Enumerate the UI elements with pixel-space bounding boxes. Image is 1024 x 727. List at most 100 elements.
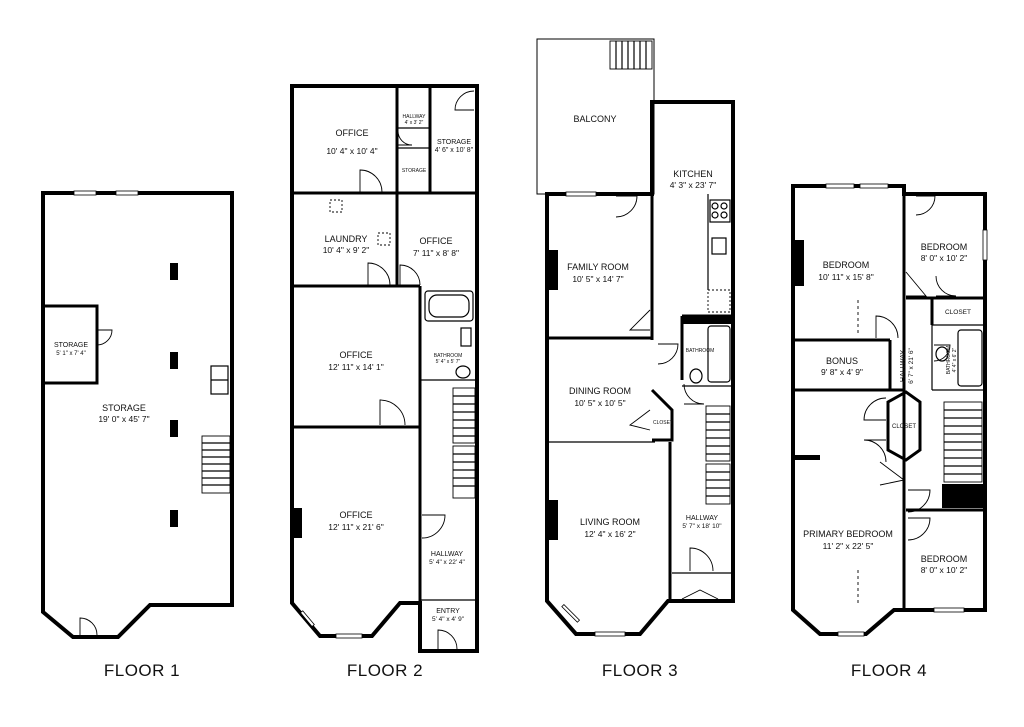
floor-3-sink [711, 237, 727, 255]
floor-4-bonus-dim: 9' 8" x 4' 9" [821, 367, 863, 377]
floor-3-fireplace [548, 250, 558, 290]
floor-3-fridge [707, 289, 731, 313]
floor-3-dining-room-dim: 10' 5" x 10' 5" [574, 398, 625, 408]
floor-3-kitchen-dim: 4' 3" x 23' 7" [670, 180, 717, 190]
floor-3-fireplace [548, 500, 558, 540]
floor-2-laundry-dim: 10' 4" x 9' 2" [323, 245, 370, 255]
floor-2-storage-a-dim: 4' 6" x 10' 8" [435, 147, 474, 154]
floor-4-window [837, 631, 865, 637]
floor-3-outline [545, 100, 735, 636]
floor-4: BEDROOM 10' 11" x 15' 8" BEDROOM 8' 0" x… [791, 183, 988, 680]
floor-2-office-a-dim: 10' 4" x 10' 4" [326, 146, 377, 156]
floor-3-window [565, 191, 597, 197]
floor-2-office-c-name: OFFICE [340, 350, 373, 360]
floor-2-entry-dim: 5' 4" x 4' 9" [432, 616, 465, 623]
floor-2-outline [290, 84, 479, 653]
floor-1-storage-name: STORAGE [102, 403, 146, 413]
floor-3-living-room-dim: 12' 4" x 16' 2" [584, 529, 635, 539]
floor-4-bedroom-a-dim: 10' 11" x 15' 8" [818, 272, 873, 282]
floor-4-window [859, 183, 889, 189]
floor-3-living-room-name: LIVING ROOM [580, 517, 640, 527]
floor-2-door [437, 629, 458, 650]
floor-2-door [359, 169, 383, 193]
floor-2-window [335, 633, 363, 639]
floor-2-door [397, 130, 413, 146]
floor-3-kitchen-name: KITCHEN [673, 169, 713, 179]
floor-4-wall-block [942, 484, 985, 508]
floor-2-stairs [452, 387, 476, 499]
floor-2-door [399, 264, 421, 286]
floor-4-window [933, 607, 965, 613]
floor-3-label: FLOOR 3 [602, 661, 678, 680]
floor-1-label: FLOOR 1 [104, 661, 180, 680]
floor-3-closet-name: CLOSET [653, 420, 673, 426]
floor-2-door [367, 262, 391, 286]
floor-4-window [982, 229, 988, 261]
floor-4-closet-a-name: CLOSET [945, 309, 971, 316]
floor-2-hallway-small-name: HALLWAY [403, 114, 427, 120]
floor-1: STORAGE 5' 1" x 7' 4" STORAGE 19' 0" x 4… [41, 190, 234, 680]
floor-3-balcony-name: BALCONY [573, 114, 616, 124]
floor-2-hallway-dim: 5' 4" x 22' 4" [429, 559, 465, 566]
floor-4-bedroom-b-name: BEDROOM [921, 242, 968, 252]
floor-2-office-d-name: OFFICE [340, 510, 373, 520]
floor-2-office-a-name: OFFICE [336, 128, 369, 138]
floor-3-bathroom-name: BATHROOM [686, 348, 715, 354]
floor-1-storage-closet-walls [45, 304, 99, 385]
floor-3-wall-block [682, 316, 732, 324]
floor-1-outline [41, 191, 234, 639]
floor-1-window [115, 190, 139, 196]
floor-3-dining-room-name: DINING ROOM [569, 386, 631, 396]
floor-1-column [170, 420, 178, 437]
floor-3-stairs [705, 405, 731, 505]
floor-4-window [825, 183, 855, 189]
floor-3-family-room-name: FAMILY ROOM [567, 262, 629, 272]
floor-4-bedroom-c-dim: 8' 0" x 10' 2" [921, 565, 968, 575]
floor-2-fireplace [292, 508, 302, 538]
floor-3-family-room-dim: 10' 5" x 14' 7" [572, 274, 623, 284]
floor-4-bedroom-a-name: BEDROOM [823, 260, 870, 270]
floor-4-hallway-dim: 6' 7" x 21' 6" [908, 347, 915, 383]
floor-3-hallway-name: HALLWAY [686, 515, 718, 522]
floor-1-column [170, 352, 178, 369]
floor-3-stove [709, 199, 731, 223]
floor-3: BALCONY KITCHEN 4' 3" x 23' 7" FAMILY RO… [536, 38, 735, 680]
floor-4-bonus-name: BONUS [826, 356, 858, 366]
floor-2-door [421, 514, 446, 539]
floor-4-stairs [943, 401, 983, 483]
floor-4-bedroom-c-name: BEDROOM [921, 554, 968, 564]
floor-1-entry-door [79, 617, 98, 636]
floor-2-label: FLOOR 2 [347, 661, 423, 680]
floor-2: OFFICE 10' 4" x 10' 4" HALLWAY 4' x 3' 2… [290, 84, 479, 680]
floor-1-stairs [201, 435, 231, 494]
floor-2-window [299, 610, 315, 628]
floor-4-bathtub [957, 329, 983, 387]
floor-1-window [73, 190, 97, 196]
floor-2-storage-a-name: STORAGE [437, 139, 471, 146]
floor-2-entry-name: ENTRY [436, 608, 460, 615]
floor-1-storage-dim: 19' 0" x 45' 7" [98, 414, 149, 424]
floor-4-label: FLOOR 4 [851, 661, 927, 680]
floor-2-hallway-name: HALLWAY [431, 551, 463, 558]
floor-4-primary-bedroom-name: PRIMARY BEDROOM [803, 529, 893, 539]
floor-1-column [170, 263, 178, 280]
floor-2-office-c-dim: 12' 11" x 14' 1" [328, 362, 383, 372]
floor-4-fireplace [794, 240, 804, 286]
floor-4-wall-block [795, 455, 820, 460]
floor-4-hallway-name: HALLWAY [900, 350, 907, 382]
floor-1-storage-closet-dim: 5' 1" x 7' 4" [56, 351, 86, 357]
floor-4-toilet [935, 346, 949, 362]
floor-3-window [561, 603, 581, 623]
floor-2-bathroom-name: BATHROOM [434, 353, 463, 359]
floor-2-office-b-dim: 7' 11" x 8' 8" [413, 248, 459, 258]
floor-4-bedroom-b-dim: 8' 0" x 10' 2" [921, 253, 968, 263]
floor-2-storage-b-name: STORAGE [402, 168, 427, 174]
floor-4-bathroom-name: BATHROOM [946, 346, 952, 375]
floor-1-column [170, 510, 178, 527]
floor-2-laundry-name: LAUNDRY [325, 234, 368, 244]
floor-2-door [454, 90, 475, 111]
floor-2-office-b-name: OFFICE [420, 236, 453, 246]
floor-4-primary-bedroom-dim: 11' 2" x 22' 5" [823, 541, 874, 551]
floor-3-balcony-stairs [609, 40, 653, 70]
floor-1-storage-door [96, 329, 113, 346]
